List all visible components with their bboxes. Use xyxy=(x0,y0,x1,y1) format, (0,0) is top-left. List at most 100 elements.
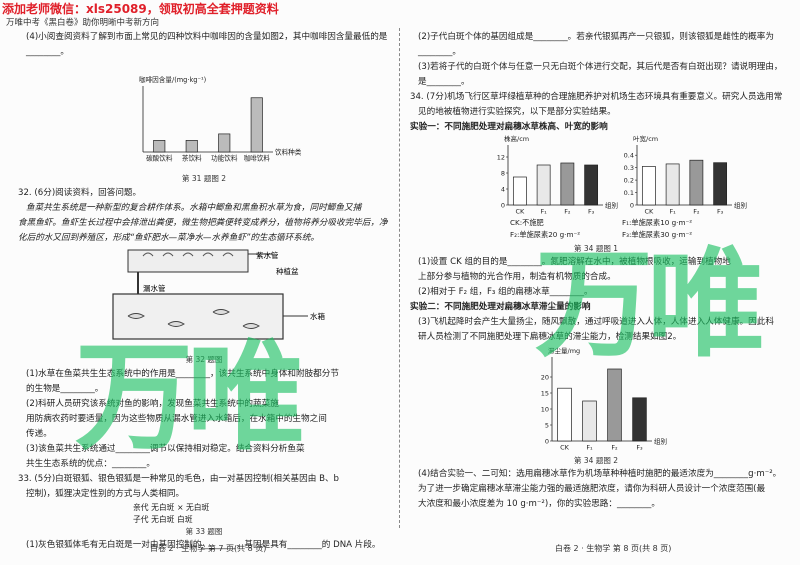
q32-head: 32. (6分)阅读资料，回答问题。 xyxy=(18,188,142,198)
bar xyxy=(641,166,656,206)
q33-3-line2: 是________。 xyxy=(418,77,470,87)
exp2-title: 实验二：不同施肥处理对扁穗冰草滞尘量的影响 xyxy=(410,302,591,312)
q31-4-line2: ________。 xyxy=(26,47,69,57)
y-tick-label: 0.3 xyxy=(624,164,634,172)
y-tick-label: 4 xyxy=(501,185,505,193)
bar xyxy=(185,140,198,153)
y-tick-label: 12 xyxy=(497,153,505,161)
x-tick-label: F₂ xyxy=(693,208,700,216)
bar xyxy=(218,133,231,153)
bar xyxy=(557,387,572,442)
bar xyxy=(689,159,704,206)
fig34-2-caption: 第 34 题图 2 xyxy=(574,456,618,465)
q34-sub-3: (2)相对于 F₂ 组，F₃ 组的扁穗冰草________。 xyxy=(418,287,593,297)
q34-line1: 34. (7分)机场飞行区草坪绿植草种的合理施肥养护对机场生态环境具有重要意义。… xyxy=(410,92,782,102)
x-tick-label: F₃ xyxy=(717,208,724,216)
page-header: 万唯中考《黑白卷》助你明晰中考新方向 xyxy=(6,18,160,28)
label-water-tank: 水箱 xyxy=(310,311,325,321)
bar xyxy=(512,176,527,206)
q33-head-1: 33. (5分)白斑银狐、银色银狐是一种常见的毛色，由一对基因控制(相关基因由 … xyxy=(18,474,340,484)
q32-sub-3: (2)科研人员研究该系统对鱼的影响，发现鱼菜共生系统中的蔬菜施 xyxy=(26,399,279,409)
x-tick-label: F₁ xyxy=(540,208,547,216)
y-tick-label: 0 xyxy=(501,201,505,209)
bar xyxy=(582,400,597,442)
label-pump-pipe: 紫水管 xyxy=(256,250,279,260)
watermark-left: 万唯 xyxy=(75,328,305,466)
aquaponics-diagram: 紫水管 种植盆 漏水管 水箱 xyxy=(112,249,325,340)
column-divider xyxy=(399,28,401,528)
q32-sub-4: 用防病农药时要适量，因为这些物质从漏水管进入水箱后，在水箱中的生物之间 xyxy=(26,414,327,424)
y-axis-label: 咖啡因含量/(mg·kg⁻¹) xyxy=(139,75,206,84)
bar xyxy=(536,164,551,206)
bar xyxy=(250,97,263,153)
fig32-caption: 第 32 题图 xyxy=(185,355,223,364)
q34-3-line2: 研人员检测了不同施肥处理下扁穗冰草的滞尘能力，检测结果如图2。 xyxy=(418,332,682,342)
q34-line2: 见的地被植物进行实验探究，以下是部分实验结果。 xyxy=(418,107,616,117)
y-tick-label: 0 xyxy=(545,437,549,445)
x-tick-label: CK xyxy=(644,208,654,216)
right-column: (2)子代白斑个体的基因组成是________。若亲代银狐再产一只银狐，则该银狐… xyxy=(410,30,782,512)
q32-sub-7: 共生生态系统的优点：________。 xyxy=(26,459,155,469)
q34-3-line1: (3)飞机起降时会产生大量扬尘，随风飘散，通过呼吸道进入人体，人体进入人体健康。… xyxy=(418,317,774,327)
fig33-row2: 子代 无白斑 白斑 xyxy=(133,515,193,524)
y-tick-label: 0.1 xyxy=(624,189,634,197)
y-tick-label: 0.4 xyxy=(624,151,634,159)
q32-sub-2: 的生物是________。 xyxy=(26,384,104,394)
legend-f2: F₂:单施尿素20 g·m⁻² xyxy=(510,230,581,239)
bar xyxy=(153,140,166,153)
bar xyxy=(584,164,599,206)
watermark-right: 万唯 xyxy=(535,235,765,373)
x-tick-label: F₃ xyxy=(588,208,595,216)
y-tick-label: 8 xyxy=(501,169,505,177)
x-tick-label: 碳酸饮料 xyxy=(146,154,173,163)
legend-f1: F₁:单施尿素10 g·m⁻² xyxy=(622,218,693,227)
fig34-legend: CK:不施肥 F₁:单施尿素10 g·m⁻² F₂:单施尿素20 g·m⁻² F… xyxy=(410,217,782,243)
fig33-row1: 亲代 无白斑 × 无白斑 xyxy=(133,503,210,512)
fig33-caption: 第 33 题图 xyxy=(185,527,223,536)
fig34-1-caption: 第 34 题图 1 xyxy=(574,244,618,253)
x-axis-label: 组别 xyxy=(734,201,747,210)
q34-4-line1: (4)结合实验一、二可知：选用扁穗冰草作为机场草种种植时施肥的最适浓度为____… xyxy=(418,469,782,479)
q32-sub-1: (1)水草在鱼菜共生生态系统中的作用是________，该共生系统中身体和附肢都… xyxy=(26,369,339,379)
bar xyxy=(713,162,728,206)
y-axis-label: 叶宽/cm xyxy=(633,135,658,143)
q32-sub-6: (3)该鱼菜共生系统通过________调节以保持相对稳定。结合资料分析鱼菜 xyxy=(26,444,305,454)
q33-1: (1)灰色银狐体毛有无白斑是一对由基因控制的________，基因是具有____… xyxy=(26,540,381,550)
x-tick-label: F₂ xyxy=(611,444,618,452)
q34-sub-2: 上部分参与植物的光合作用，制造有机物质的合成。 xyxy=(418,272,616,282)
x-tick-label: CK xyxy=(560,444,570,452)
q33-2-line1: (2)子代白斑个体的基因组成是________。若亲代银狐再产一只银狐，则该银狐… xyxy=(418,32,774,42)
q32-sub-5: 传递。 xyxy=(26,429,52,439)
exp1-title: 实验一：不同施肥处理对扁穗冰草株高、叶宽的影响 xyxy=(410,122,608,132)
y-tick-label: 5 xyxy=(545,421,549,429)
footer-right: 白卷 2 · 生物学 第 8 页(共 8 页) xyxy=(555,544,672,553)
x-tick-label: 功能饮料 xyxy=(211,154,238,163)
x-tick-label: F₁ xyxy=(586,444,593,452)
legend-f3: F₃:单施尿素30 g·m⁻² xyxy=(622,230,693,239)
bar xyxy=(665,163,680,206)
left-column: (4)小阅查阅资料了解到市面上常见的四种饮料中咖啡因的含量如图2，其中咖啡因含量… xyxy=(18,30,390,553)
q33-2-line2: ________。 xyxy=(418,47,461,57)
caffeine-chart: 咖啡因含量/(mg·kg⁻¹)饮料种类碳酸饮料茶饮料功能饮料咖啡饮料 xyxy=(139,75,302,163)
bar xyxy=(560,162,575,206)
footer-left: 白卷 2 · 生物学 第 7 页(共 8 页) xyxy=(150,544,267,553)
y-axis-label: 滞尘量/mg xyxy=(548,346,580,355)
y-tick-label: 10 xyxy=(541,405,549,413)
x-tick-label: F₁ xyxy=(669,208,676,216)
x-axis-label: 饮料种类 xyxy=(275,148,302,157)
y-tick-label: 0.2 xyxy=(624,176,634,184)
q34-4-line3: 大浓度和最小浓度差为 10 g·m⁻²)，你的实验思路：________。 xyxy=(418,499,660,509)
x-axis-label: 组别 xyxy=(605,201,618,210)
y-tick-label: 0 xyxy=(630,201,634,209)
promo-banner: 添加老师微信：xls25089，领取初高全套押题资料 xyxy=(2,2,279,16)
x-axis-label: 组别 xyxy=(654,437,667,446)
y-axis-label: 株高/cm xyxy=(504,135,529,143)
width-chart: 叶宽/cm 组别 0 0.1 0.2 0.3 0.4CK F₁ F₂ F₃ xyxy=(624,135,747,216)
q33-head-2: 控制)，狐狸决定性别的方式与人类相同。 xyxy=(26,489,185,499)
x-tick-label: 咖啡饮料 xyxy=(244,154,271,163)
